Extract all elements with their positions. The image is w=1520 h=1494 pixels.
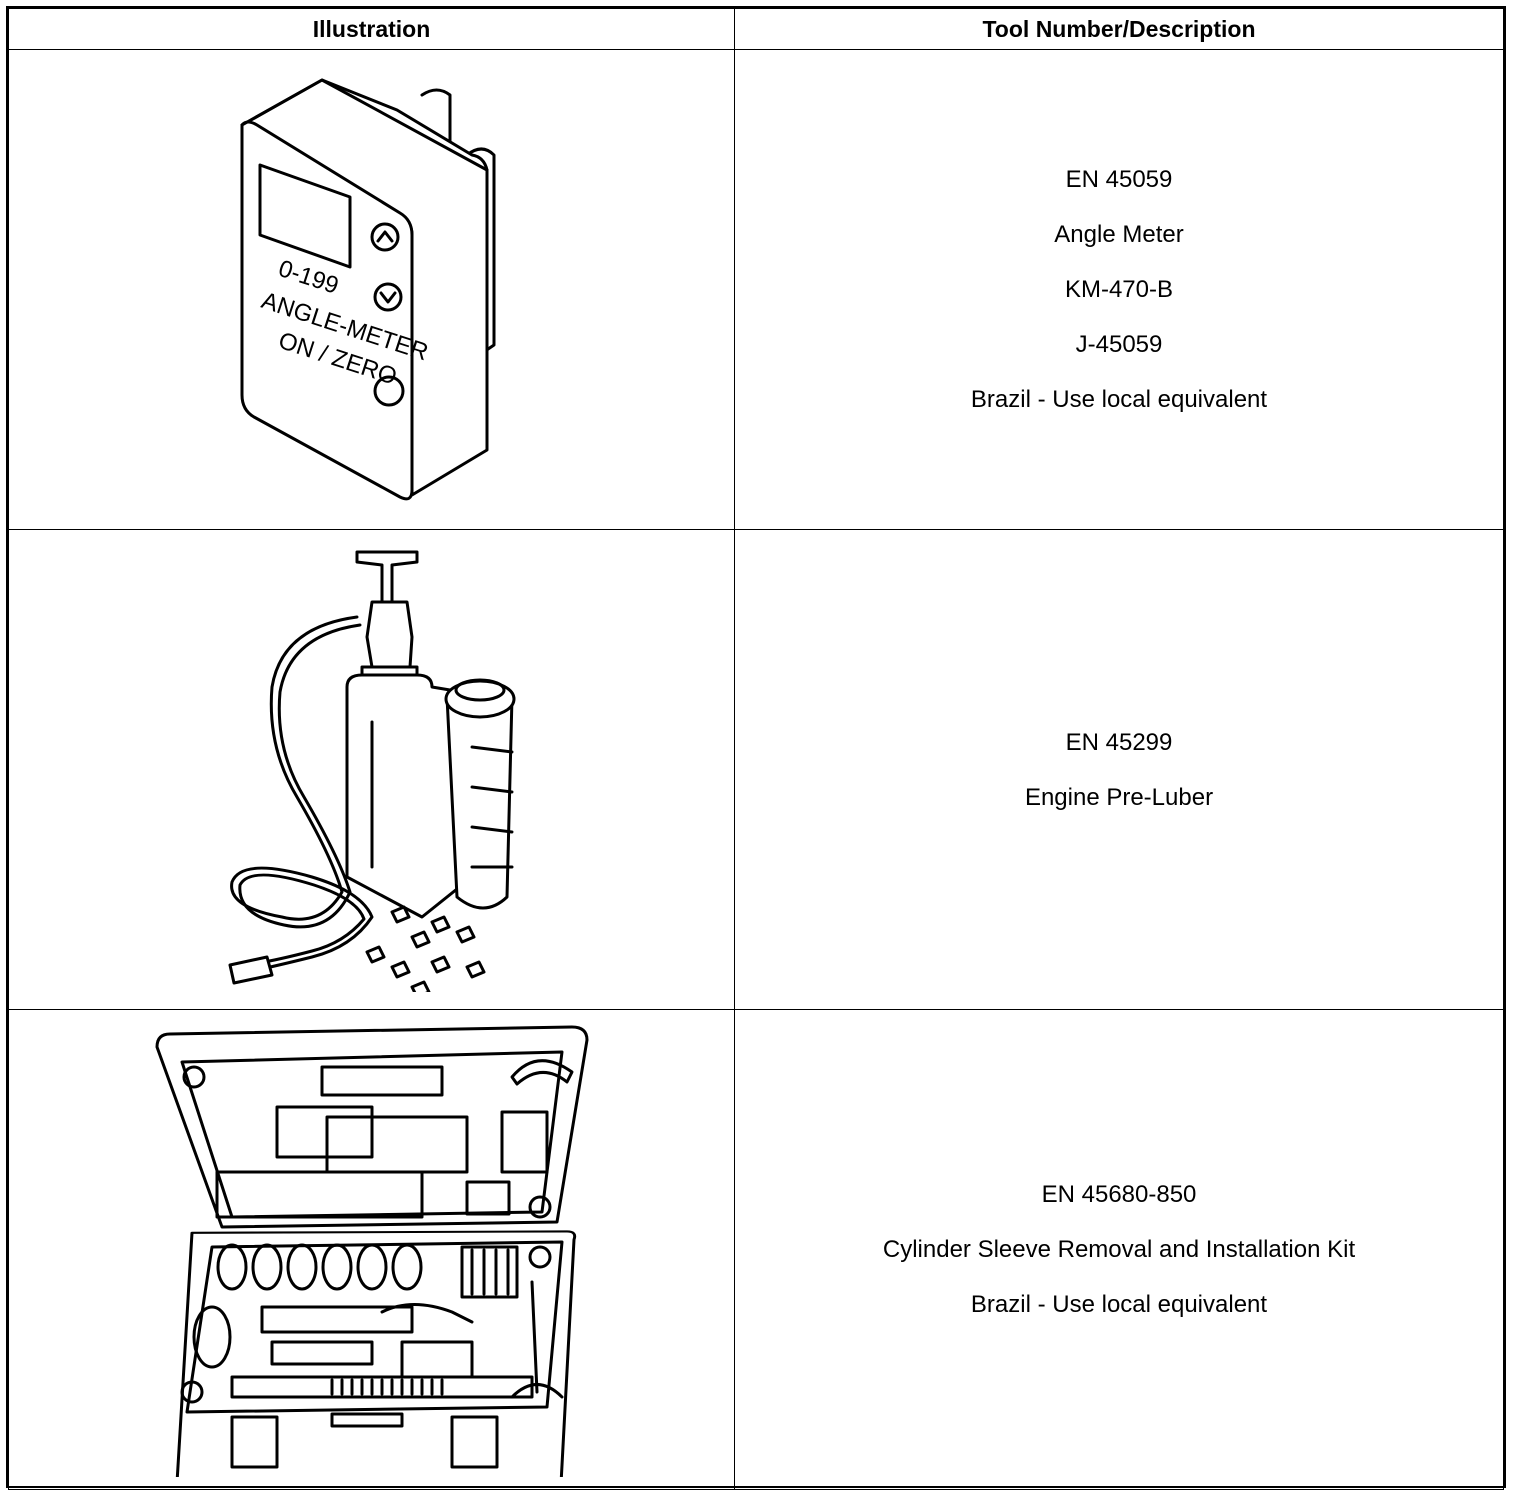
illustration-cell — [8, 529, 735, 1010]
engine-pre-luber-icon — [228, 550, 515, 992]
tool-region-note: Brazil - Use local equivalent — [970, 1291, 1268, 1318]
tool-alt-number: KM-470-B — [1064, 276, 1174, 303]
tool-name: Angle Meter — [1054, 221, 1184, 248]
description-cell: EN 45680-850 Cylinder Sleeve Removal and… — [734, 1009, 1504, 1490]
angle-meter-icon: 0-199 ANGLE-METER ON / ZERO — [240, 78, 495, 500]
tool-table-grid: Illustration Tool Number/Description — [8, 8, 1504, 1490]
illustration-cell — [8, 1009, 735, 1490]
header-tool-description: Tool Number/Description — [734, 8, 1504, 50]
tool-number: EN 45299 — [1065, 728, 1173, 756]
tool-name: Engine Pre-Luber — [1024, 783, 1214, 811]
tool-name: Cylinder Sleeve Removal and Installation… — [882, 1236, 1356, 1263]
tool-region-note: Brazil - Use local equivalent — [970, 386, 1268, 413]
tool-number: EN 45059 — [1065, 166, 1173, 193]
tool-table: Illustration Tool Number/Description — [6, 6, 1506, 1490]
tool-kit-case-icon — [155, 1025, 588, 1477]
tool-number: EN 45680-850 — [1041, 1181, 1197, 1208]
header-illustration: Illustration — [8, 8, 735, 50]
illustration-cell: 0-199 ANGLE-METER ON / ZERO — [8, 49, 735, 530]
tool-alt-number: J-45059 — [1075, 331, 1163, 358]
table-row: EN 45299 Engine Pre-Luber — [8, 529, 1504, 1010]
description-cell: EN 45059 Angle Meter KM-470-B J-45059 Br… — [734, 49, 1504, 530]
description-cell: EN 45299 Engine Pre-Luber — [734, 529, 1504, 1010]
table-row: 0-199 ANGLE-METER ON / ZERO EN 45059 Ang… — [8, 49, 1504, 530]
header-row: Illustration Tool Number/Description — [8, 8, 1504, 50]
table-row: EN 45680-850 Cylinder Sleeve Removal and… — [8, 1009, 1504, 1490]
